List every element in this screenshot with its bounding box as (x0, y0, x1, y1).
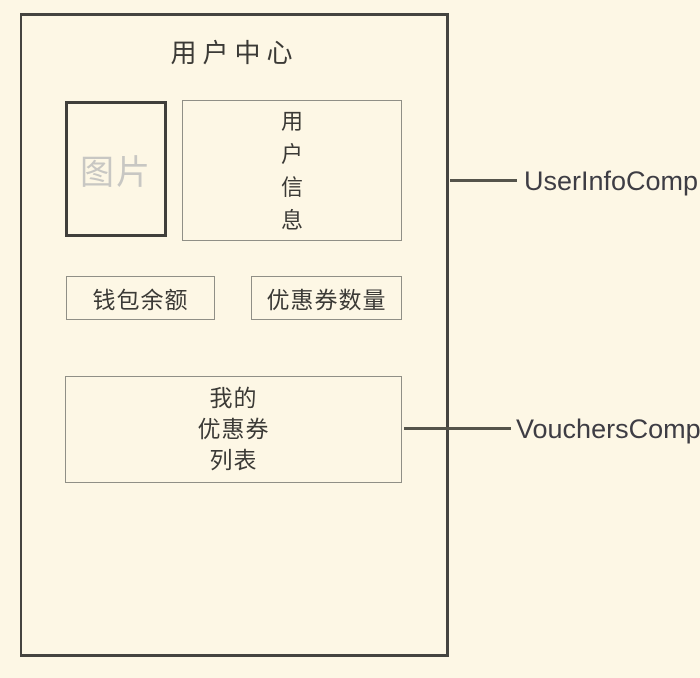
voucher-list-line: 优惠券 (197, 416, 270, 442)
wireframe-page-frame (20, 13, 449, 657)
wallet-balance-box: 钱包余额 (66, 276, 215, 320)
user-info-line: 户 (280, 141, 303, 167)
voucher-list-line: 我的 (209, 385, 258, 411)
voucher-count-label: 优惠券数量 (266, 287, 387, 313)
vouchers-callout-line (404, 427, 511, 430)
page-title: 用户中心 (170, 38, 299, 68)
voucher-count-box: 优惠券数量 (251, 276, 402, 320)
image-placeholder-label: 图片 (80, 153, 152, 192)
user-info-line: 用 (280, 108, 303, 134)
user-info-box: 用 户 信 息 (182, 100, 402, 241)
avatar-image-placeholder-box: 图片 (65, 101, 167, 237)
wallet-balance-label: 钱包余额 (92, 287, 189, 313)
user-info-line: 息 (280, 207, 303, 233)
userinfo-annotation-label: UserInfoComp (524, 166, 699, 196)
userinfo-callout-line (450, 179, 517, 182)
user-info-line: 信 (280, 174, 303, 200)
vouchers-annotation-label: VouchersComp (516, 414, 700, 444)
voucher-list-line: 列表 (209, 447, 258, 473)
voucher-list-box: 我的 优惠券 列表 (65, 376, 402, 483)
